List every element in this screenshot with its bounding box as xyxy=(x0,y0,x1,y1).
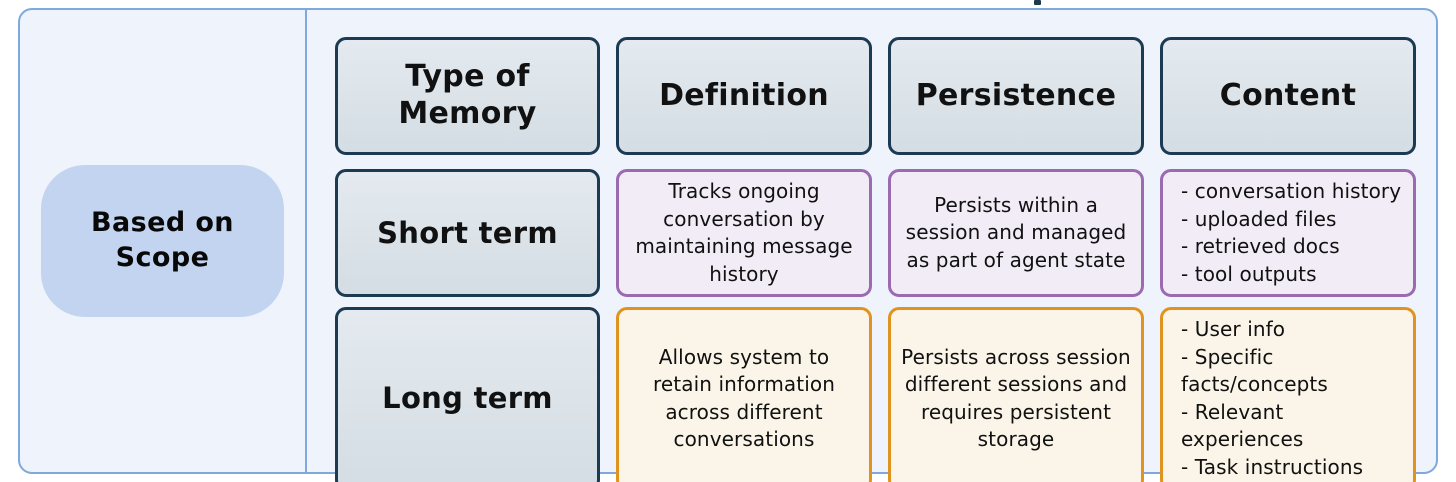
cell-text-long-term-persistence: Persists across session different sessio… xyxy=(901,344,1131,452)
header-cell-definition: Definition xyxy=(616,37,872,155)
header-cell-type-of-memory: Type of Memory xyxy=(335,37,600,155)
diagram-outer-frame: Based on Scope Type of Memory Definition… xyxy=(18,8,1438,482)
table-row-short-term: Short term Tracks ongoing conversation b… xyxy=(335,169,1416,298)
cell-text-short-term-persistence: Persists within a session and managed as… xyxy=(905,192,1127,272)
header-label-persistence: Persistence xyxy=(915,77,1117,113)
row-label-text-short-term: Short term xyxy=(377,215,558,250)
cell-text-short-term-content: - conversation history - uploaded files … xyxy=(1181,179,1402,286)
cell-long-term-persistence: Persists across session different sessio… xyxy=(888,307,1144,482)
cell-short-term-content: - conversation history - uploaded files … xyxy=(1160,169,1416,298)
table-header-row: Type of Memory Definition Persistence Co… xyxy=(335,37,1416,155)
scope-chip: Based on Scope xyxy=(41,165,284,317)
clipped-text-fragment xyxy=(1034,0,1041,5)
cell-text-long-term-definition: Allows system to retain information acro… xyxy=(652,344,835,452)
cell-text-long-term-content: - User info - Specific facts/concepts - … xyxy=(1181,317,1364,479)
scope-pane: Based on Scope xyxy=(20,10,305,472)
header-cell-content: Content xyxy=(1160,37,1416,155)
header-label-type-of-memory: Type of Memory xyxy=(398,59,537,131)
header-label-content: Content xyxy=(1219,77,1357,113)
row-label-short-term: Short term xyxy=(335,169,600,298)
table-row-long-term: Long term Allows system to retain inform… xyxy=(335,307,1416,482)
scope-chip-label: Based on Scope xyxy=(91,207,234,273)
cell-short-term-persistence: Persists within a session and managed as… xyxy=(888,169,1144,298)
header-label-definition: Definition xyxy=(659,77,829,113)
memory-table: Type of Memory Definition Persistence Co… xyxy=(307,10,1436,482)
row-label-long-term: Long term xyxy=(335,307,600,482)
cell-short-term-definition: Tracks ongoing conversation by maintaini… xyxy=(616,169,872,298)
cell-long-term-definition: Allows system to retain information acro… xyxy=(616,307,872,482)
cell-text-short-term-definition: Tracks ongoing conversation by maintaini… xyxy=(635,179,853,286)
header-cell-persistence: Persistence xyxy=(888,37,1144,155)
row-label-text-long-term: Long term xyxy=(382,381,553,416)
pane-divider xyxy=(305,10,307,472)
cell-long-term-content: - User info - Specific facts/concepts - … xyxy=(1160,307,1416,482)
